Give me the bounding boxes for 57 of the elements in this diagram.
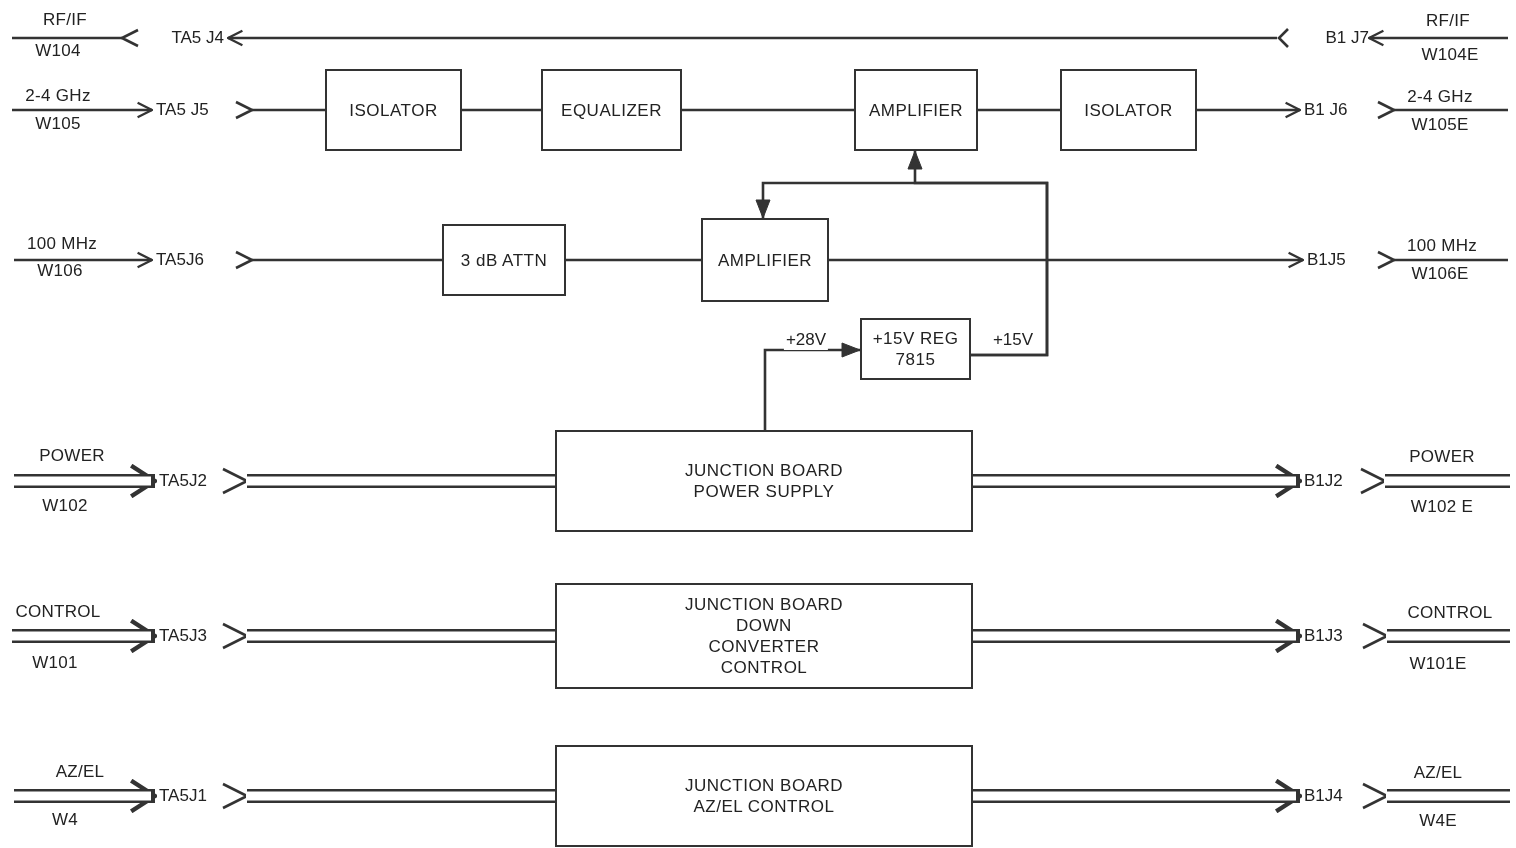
cable-label: 100 MHz xyxy=(1406,236,1478,256)
cable-label: W102 xyxy=(42,496,88,516)
cable-label: W105 xyxy=(35,114,81,134)
cable-label: RF/IF xyxy=(1426,11,1470,31)
cable-label: 100 MHz xyxy=(26,234,98,254)
block-label: JUNCTION BOARD AZ/EL CONTROL xyxy=(683,775,845,817)
cable-label: CONTROL xyxy=(15,602,101,622)
block-label: +15V REG 7815 xyxy=(871,328,960,370)
connector-label: B1 J6 xyxy=(1304,100,1348,120)
connector-label: TA5J1 xyxy=(159,786,207,806)
block-label: AMPLIFIER xyxy=(868,99,964,121)
cable-label: CONTROL xyxy=(1407,603,1493,623)
cable-label: POWER xyxy=(1409,447,1475,467)
connector-label: TA5J6 xyxy=(156,250,204,270)
block-box xyxy=(860,318,971,380)
block-box xyxy=(555,430,973,532)
cable-label: W101 xyxy=(32,653,78,673)
connector-label: TA5 J5 xyxy=(156,100,209,120)
block-box xyxy=(555,583,973,689)
cable-label: 2-4 GHz xyxy=(1407,87,1473,107)
block-label: JUNCTION BOARD DOWN CONVERTER CONTROL xyxy=(683,594,845,678)
cable-label: W106E xyxy=(1411,264,1469,284)
block-label: ISOLATOR xyxy=(1084,99,1173,121)
cable-label: W104E xyxy=(1421,45,1479,65)
connector-label: B1J3 xyxy=(1304,626,1343,646)
cable-label: W105E xyxy=(1411,115,1469,135)
cable-label: AZ/EL xyxy=(1413,763,1463,783)
connector-label: TA5J3 xyxy=(159,626,207,646)
block-box xyxy=(701,218,829,302)
cable-label: RF/IF xyxy=(43,10,87,30)
block-label: JUNCTION BOARD POWER SUPPLY xyxy=(683,460,845,502)
cable-label: W102 E xyxy=(1410,497,1474,517)
connector-label: B1J4 xyxy=(1304,786,1343,806)
block-label: 3 dB ATTN xyxy=(460,249,548,271)
block-box xyxy=(854,69,978,151)
cable-label: W106 xyxy=(37,261,83,281)
block-box xyxy=(1060,69,1197,151)
cable-label: W4 xyxy=(51,810,79,830)
connector-label: B1J2 xyxy=(1304,471,1343,491)
cable-label: W101E xyxy=(1409,654,1467,674)
connector-label: B1J5 xyxy=(1307,250,1346,270)
block-box xyxy=(555,745,973,847)
edge-label: +28V xyxy=(783,330,829,350)
connector-label: TA5 J4 xyxy=(171,28,224,48)
block-label: ISOLATOR xyxy=(349,99,438,121)
cable-label: W104 xyxy=(35,41,81,61)
block-label: AMPLIFIER xyxy=(717,249,813,271)
cable-label: POWER xyxy=(39,446,105,466)
block-box xyxy=(325,69,462,151)
cable-label: W4E xyxy=(1419,811,1457,831)
cable-label: 2-4 GHz xyxy=(25,86,91,106)
connector-label: TA5J2 xyxy=(159,471,207,491)
block-box xyxy=(541,69,682,151)
block-box xyxy=(442,224,566,296)
cable-label: AZ/EL xyxy=(55,762,105,782)
connector-label: B1 J7 xyxy=(1325,28,1369,48)
block-label: EQUALIZER xyxy=(561,99,662,121)
